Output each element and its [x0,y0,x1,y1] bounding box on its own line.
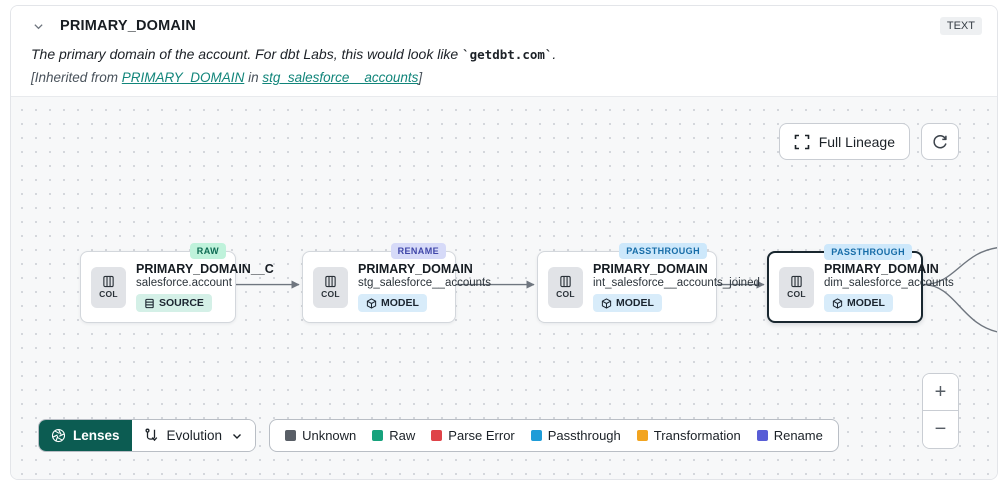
node-title: PRIMARY_DOMAIN [593,262,708,276]
lineage-node-dim-selected[interactable]: PASSTHROUGH COL PRIMARY_DOMAIN dim_sales… [767,244,954,323]
refresh-icon [932,135,947,149]
legend-item-rename: Rename [756,428,823,443]
resource-kind-badge: SOURCE [136,294,212,312]
inherited-column-link[interactable]: PRIMARY_DOMAIN [121,70,245,85]
columns-icon [560,275,571,288]
lineage-node-source[interactable]: RAW COL PRIMARY_DOMAIN__C salesforce.acc… [80,243,274,323]
node-title: PRIMARY_DOMAIN__C [136,262,274,276]
legend-swatch [285,430,297,441]
collapse-chevron-icon[interactable] [31,19,46,34]
resource-kind-badge: MODEL [824,294,893,312]
chevron-down-icon [233,433,242,439]
columns-icon [103,275,114,288]
inherited-from-line: [Inherited from PRIMARY_DOMAIN in stg_sa… [31,70,423,85]
lineage-edges [236,247,997,333]
model-icon [601,297,612,309]
legend-swatch [756,430,768,441]
zoom-out-button[interactable]: − [923,411,958,448]
status-tag: RAW [189,243,226,259]
status-tag: PASSTHROUGH [619,243,707,259]
source-icon [145,298,154,308]
lineage-node-staging[interactable]: RENAME COL PRIMARY_DOMAIN stg_salesforce… [302,243,491,323]
zoom-controls: + − [922,373,959,449]
node-title: PRIMARY_DOMAIN [824,262,939,276]
column-chip: COL [91,266,126,308]
legend-swatch [372,430,384,441]
legend-item-unknown: Unknown [285,428,356,443]
legend-swatch [530,430,542,441]
column-header: PRIMARY_DOMAIN TEXT The primary domain o… [11,6,997,96]
column-chip: COL [548,266,583,308]
expand-icon [794,134,810,150]
column-type-badge: TEXT [939,17,982,35]
lens-control: Lenses Evolution [38,419,257,452]
full-lineage-button[interactable]: Full Lineage [778,123,910,160]
legend-item-transformation: Transformation [636,428,741,443]
lenses-button[interactable]: Lenses [39,420,132,451]
model-icon [366,297,377,309]
refresh-button[interactable] [921,123,959,160]
legend-item-parse-error: Parse Error [431,428,515,443]
inline-code: `getdbt.com` [462,47,553,62]
status-tag: RENAME [390,243,446,259]
legend-swatch [431,430,443,441]
lens-legend: Unknown Raw Parse Error Passthrough Tran… [269,419,839,452]
legend-item-raw: Raw [372,428,415,443]
model-icon [832,297,843,309]
legend-swatch [636,430,648,441]
column-chip: COL [779,266,814,308]
bottom-bar: Lenses Evolution Unknown Raw Parse Error… [38,419,839,452]
columns-icon [325,275,336,288]
inherited-model-link[interactable]: stg_salesforce__accounts [262,70,419,85]
node-title: PRIMARY_DOMAIN [358,262,473,276]
lineage-node-intermediate[interactable]: PASSTHROUGH COL PRIMARY_DOMAIN int_sales… [537,243,760,323]
column-chip: COL [313,266,348,308]
columns-icon [791,275,802,288]
node-subtitle: salesforce.account [136,277,232,289]
node-subtitle: int_salesforce__accounts_joined [593,277,760,289]
lineage-canvas[interactable]: Full Lineage RAW COL PRIMARY_DOMAIN__C s… [11,96,997,479]
evolution-icon [144,428,157,442]
lineage-panel: PRIMARY_DOMAIN TEXT The primary domain o… [10,5,998,480]
legend-item-passthrough: Passthrough [530,428,621,443]
node-subtitle: stg_salesforce__accounts [358,277,491,289]
node-subtitle: dim_salesforce_accounts [824,277,954,289]
lens-dropdown[interactable]: Evolution [131,420,256,451]
resource-kind-badge: MODEL [593,294,662,312]
column-description: The primary domain of the account. For d… [31,46,557,62]
full-lineage-label: Full Lineage [818,133,895,150]
zoom-in-button[interactable]: + [923,374,958,411]
page-title: PRIMARY_DOMAIN [60,18,196,34]
lens-aperture-icon [51,428,66,443]
status-tag: PASSTHROUGH [824,244,912,260]
resource-kind-badge: MODEL [358,294,427,312]
